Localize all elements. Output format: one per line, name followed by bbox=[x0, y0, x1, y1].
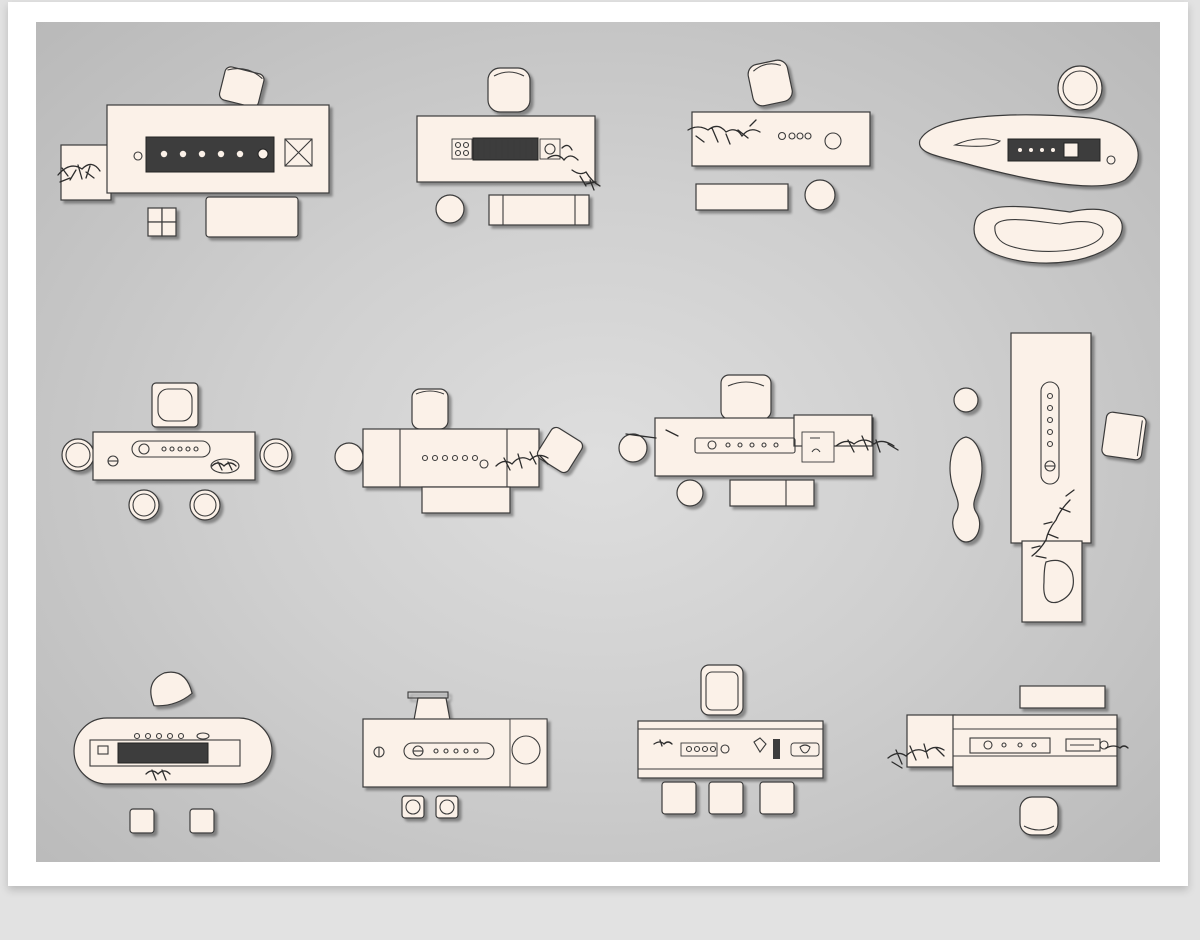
chair bbox=[536, 426, 584, 474]
desk-layout-1 bbox=[60, 66, 330, 238]
desk-layout-8 bbox=[949, 332, 1147, 623]
console-panel bbox=[145, 136, 275, 173]
long-desk-top bbox=[1010, 332, 1092, 544]
stool bbox=[129, 808, 155, 834]
desk-layout-7 bbox=[618, 374, 874, 507]
desk-layout-6 bbox=[334, 388, 584, 514]
stool bbox=[189, 808, 215, 834]
vase bbox=[1043, 559, 1074, 604]
chair bbox=[1019, 796, 1059, 836]
chair bbox=[151, 382, 199, 428]
plant bbox=[57, 163, 101, 183]
desk-layout-12 bbox=[906, 685, 1118, 836]
chair bbox=[1101, 411, 1147, 461]
chair bbox=[720, 374, 772, 420]
chair bbox=[487, 67, 531, 113]
plant bbox=[887, 743, 1129, 769]
plant bbox=[625, 429, 899, 453]
desk-layout-10 bbox=[362, 691, 548, 819]
stool bbox=[661, 781, 697, 815]
lounge-chair bbox=[949, 436, 983, 543]
side-table bbox=[60, 144, 112, 201]
desk-top bbox=[92, 431, 256, 481]
stool bbox=[953, 387, 979, 413]
stool bbox=[334, 442, 364, 472]
stool bbox=[61, 438, 95, 472]
stool bbox=[435, 194, 465, 224]
plant bbox=[653, 739, 673, 747]
bench bbox=[205, 196, 299, 238]
desk-top bbox=[362, 428, 540, 488]
cabinet bbox=[1019, 685, 1106, 709]
stool bbox=[401, 795, 425, 819]
stool bbox=[676, 479, 704, 507]
desk-layout-3 bbox=[691, 59, 871, 211]
chair bbox=[218, 66, 265, 108]
bench bbox=[729, 479, 815, 507]
plant bbox=[210, 458, 240, 474]
desk-layout-2 bbox=[416, 67, 596, 226]
chair bbox=[150, 671, 193, 707]
stool bbox=[618, 433, 648, 463]
stool bbox=[435, 795, 459, 819]
desk-layout-5 bbox=[61, 382, 293, 521]
plant bbox=[495, 451, 549, 471]
plant bbox=[1031, 489, 1075, 559]
bench bbox=[488, 194, 590, 226]
stool-cluster bbox=[147, 207, 177, 237]
round-chair bbox=[1057, 65, 1103, 111]
desk-layout-4 bbox=[918, 65, 1139, 264]
stool bbox=[759, 781, 795, 815]
bench bbox=[695, 183, 789, 211]
stool bbox=[708, 781, 744, 815]
desk-layout-11 bbox=[637, 664, 824, 815]
bench bbox=[421, 486, 511, 514]
plant bbox=[145, 769, 171, 781]
plant bbox=[547, 144, 601, 191]
desk-layout-9 bbox=[73, 671, 273, 834]
stool bbox=[259, 438, 293, 472]
stool bbox=[804, 179, 836, 211]
sofa bbox=[973, 205, 1123, 264]
plant bbox=[687, 119, 761, 145]
chair bbox=[747, 59, 793, 107]
chair bbox=[407, 691, 451, 721]
chair bbox=[700, 664, 744, 716]
chair bbox=[411, 388, 449, 430]
side-table bbox=[906, 714, 956, 768]
